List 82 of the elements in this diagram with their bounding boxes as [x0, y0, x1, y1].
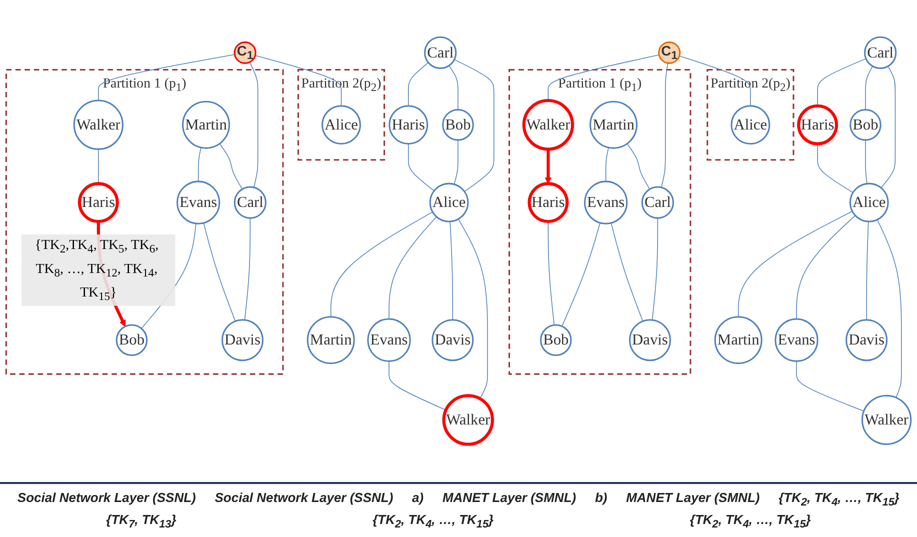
connector: [450, 221, 454, 320]
node-circle: Carl: [864, 36, 897, 70]
connector: [876, 219, 902, 398]
node-circle: Walker: [442, 394, 494, 446]
node-circle: Haris: [388, 105, 428, 145]
connector: [610, 222, 644, 322]
connector: [865, 140, 868, 184]
node-circle: Alice: [322, 105, 361, 145]
connector: [330, 212, 433, 318]
layer-label: Social Network Layer (SSNL): [214, 490, 394, 507]
connector: [880, 66, 896, 188]
connector: [454, 140, 458, 185]
connector: [626, 144, 650, 190]
connector: [796, 215, 856, 320]
node-circle: Carl: [641, 186, 674, 220]
node-circle: Davis: [221, 319, 264, 362]
node-circle: Walker: [861, 395, 912, 446]
connector: [388, 216, 437, 320]
node-circle: Bob: [442, 109, 474, 141]
connector: [98, 148, 99, 184]
connector: [448, 65, 458, 110]
edge-label: {TK$_{2}$,TK$_{4}$, TK$_{5}$, TK$_{6}$, TK$_{8}$, …, TK$_{12}$, TK$_{14}$, TK$_{15}$}: [34, 236, 159, 304]
token-set-label: {TK$_{2}$, TK$_{4}$, …, TK$_{15}$}: [372, 512, 494, 531]
node-circle: Evans: [367, 318, 411, 362]
node-circle: Bob: [116, 324, 148, 356]
node-circle: Carl: [424, 36, 457, 70]
connector: [660, 62, 668, 188]
token-set-label: {TK$_{7}$, TK$_{13}$}: [106, 512, 176, 531]
connector: [817, 144, 854, 194]
layer-label: Social Network Layer (SSNL): [17, 490, 196, 507]
node-circle: Martin: [590, 101, 638, 150]
connector: [388, 361, 446, 411]
token-set-label: {TK$_{2}$, TK$_{4}$, …, TK$_{15}$}: [778, 490, 900, 508]
connector: [249, 62, 258, 188]
node-circle: Walker: [522, 99, 574, 151]
node-circle: Davis: [628, 319, 671, 362]
node-circle: Walker: [73, 100, 124, 150]
token-set-label: {TK$_{2}$, TK$_{4}$, …, TK$_{15}$}: [690, 512, 811, 531]
node-circle: Carl: [234, 186, 266, 220]
connector: [408, 144, 434, 192]
connector: [198, 147, 202, 182]
layer-label: MANET Layer (SMNL): [442, 490, 576, 507]
connector: [652, 218, 658, 321]
node-circle: Martin: [306, 316, 355, 364]
connector: [244, 218, 251, 321]
connector: [98, 54, 236, 102]
arrow: [544, 149, 552, 184]
node-circle: Davis: [432, 319, 474, 362]
node-circle: Evans: [774, 318, 818, 362]
connector: [454, 59, 494, 192]
node-circle: Alice: [730, 105, 770, 145]
panel-letter: b): [594, 490, 608, 507]
connector: [738, 211, 853, 318]
connector: [219, 144, 243, 190]
node-circle: Martin: [182, 101, 230, 150]
connector: [203, 222, 236, 322]
node-circle: Davis: [846, 319, 888, 362]
node-circle: C$_{1}$: [658, 42, 681, 64]
connector: [866, 221, 869, 320]
node-circle: C$_{1}$: [234, 42, 256, 64]
connector: [865, 66, 874, 110]
connector: [458, 218, 488, 400]
connector: [562, 222, 600, 327]
node-circle: Haris: [797, 104, 838, 146]
layer-label: MANET Layer (SMNL): [626, 490, 760, 507]
node-circle: Bob: [850, 109, 882, 141]
node-circle: Haris: [528, 182, 569, 224]
node-circle: Alice: [849, 183, 889, 222]
connector: [548, 54, 660, 102]
node-circle: Bob: [540, 324, 572, 356]
node-circle: Martin: [714, 316, 762, 364]
node-circle: Evans: [176, 180, 220, 225]
connector: [817, 58, 866, 106]
connector: [408, 62, 429, 106]
connector: [605, 147, 609, 182]
connector: [548, 221, 555, 326]
node-circle: Alice: [429, 183, 469, 222]
connector: [254, 55, 342, 106]
node-circle: Evans: [584, 180, 628, 225]
connector: [796, 361, 864, 412]
panel-letter: a): [412, 490, 424, 507]
node-circle: Haris: [78, 182, 119, 224]
